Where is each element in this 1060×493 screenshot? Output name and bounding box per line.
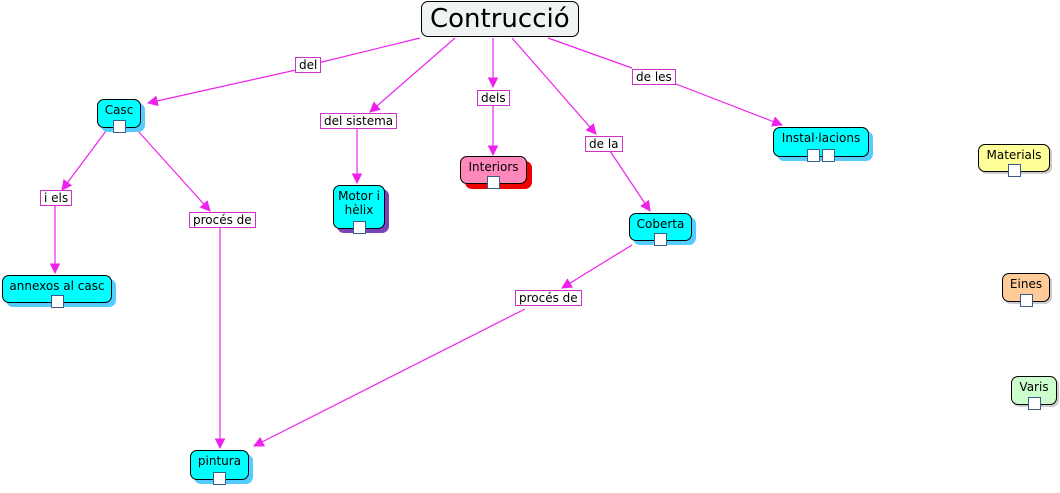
concept-label: annexos al casc bbox=[9, 279, 105, 293]
submap-icon[interactable] bbox=[213, 472, 226, 485]
edge-title-delsistema bbox=[369, 37, 456, 113]
link-label-del-sistema[interactable]: del sistema bbox=[320, 113, 398, 129]
edge-title-deles bbox=[547, 37, 633, 69]
edge-dela-coberta bbox=[609, 150, 651, 212]
edge-casc-iels bbox=[61, 130, 107, 191]
concept-label: Casc bbox=[104, 103, 134, 117]
concept-label: Eines bbox=[1009, 277, 1043, 291]
link-label-i-els[interactable]: i els bbox=[40, 190, 73, 206]
concept-annexos[interactable]: annexos al casc bbox=[2, 275, 112, 308]
concept-pintura[interactable]: pintura bbox=[190, 450, 249, 485]
edge-del-casc bbox=[146, 69, 297, 107]
concept-label: Varis bbox=[1019, 380, 1049, 394]
submap-icon[interactable] bbox=[50, 295, 64, 308]
edge-coberta-proces bbox=[561, 244, 633, 289]
link-label-de-les[interactable]: de les bbox=[632, 69, 676, 85]
link-label-proces-de-coberta[interactable]: procés de bbox=[515, 290, 582, 306]
concept-coberta[interactable]: Coberta bbox=[629, 213, 692, 246]
submap-icon[interactable] bbox=[654, 233, 667, 246]
submap-icon[interactable] bbox=[352, 221, 366, 234]
edge-title-del bbox=[317, 37, 421, 64]
edge-title-dela bbox=[511, 37, 597, 135]
image-icon[interactable] bbox=[1019, 294, 1033, 307]
image-icon[interactable] bbox=[487, 176, 500, 189]
concept-label: Coberta bbox=[636, 217, 685, 231]
edge-casc-proces bbox=[137, 130, 211, 212]
concept-eines[interactable]: Eines bbox=[1002, 273, 1050, 307]
concept-interiors[interactable]: Interiors bbox=[460, 156, 527, 189]
link-label-del[interactable]: del bbox=[295, 57, 322, 73]
concept-varis[interactable]: Varis bbox=[1011, 376, 1057, 410]
edge-deles-instal bbox=[675, 83, 784, 127]
link-label-dels[interactable]: dels bbox=[477, 90, 510, 106]
edge-proces2-pintura bbox=[253, 308, 526, 447]
concept-motor[interactable]: Motor i hèlix bbox=[333, 185, 385, 234]
central-concept[interactable]: Contrucció bbox=[421, 1, 579, 37]
concept-label: Instal·lacions bbox=[781, 131, 861, 145]
concept-label: Interiors bbox=[468, 160, 519, 174]
concept-label: Materials bbox=[986, 148, 1042, 162]
link-label-de-la[interactable]: de la bbox=[585, 136, 623, 152]
link-label-proces-de-casc[interactable]: procés de bbox=[189, 212, 256, 228]
image-icon[interactable] bbox=[1027, 397, 1041, 410]
concept-materials[interactable]: Materials bbox=[978, 144, 1050, 177]
concept-label: Motor i hèlix bbox=[338, 189, 380, 217]
concept-casc[interactable]: Casc bbox=[97, 99, 141, 133]
image-icon[interactable] bbox=[807, 149, 820, 162]
image-icon[interactable] bbox=[1007, 164, 1021, 177]
concept-instal-lacions[interactable]: Instal·lacions bbox=[773, 127, 869, 162]
concept-label: pintura bbox=[197, 454, 242, 468]
submap-icon[interactable] bbox=[112, 120, 126, 133]
submap-icon[interactable] bbox=[822, 149, 835, 162]
